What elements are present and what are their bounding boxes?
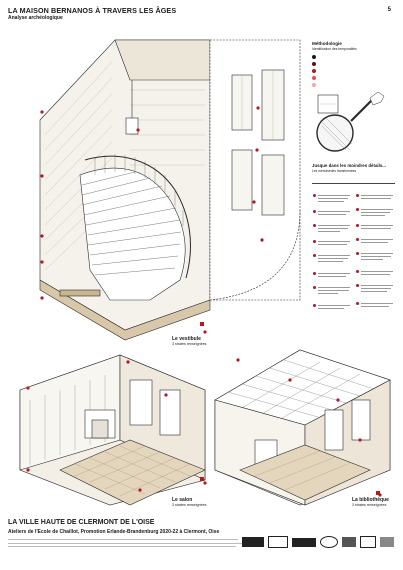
- page-number: 5: [387, 7, 391, 13]
- caption-bibliotheque: La bibliothèque 3 strates renseignées: [352, 497, 389, 507]
- marker-dot-icon: [312, 55, 316, 59]
- logo: [242, 537, 264, 547]
- credits-text: [8, 537, 248, 547]
- caption-label: Le salon: [172, 497, 193, 503]
- caption-salon: Le salon 3 strates renseignées: [172, 497, 206, 507]
- page-subtitle: Analyse archéologique: [8, 15, 63, 21]
- footer-title: LA VILLE HAUTE DE CLERMONT DE L'OISE: [8, 519, 155, 526]
- legend-item: [312, 55, 316, 59]
- caption-sub: 3 strates renseignées: [352, 503, 387, 507]
- hand-icon: [369, 91, 385, 106]
- logo: [380, 537, 394, 547]
- legend-item: [312, 69, 316, 73]
- logo: [320, 536, 338, 548]
- legend-item: [312, 62, 316, 66]
- caption-label: Le vestibule: [172, 336, 201, 342]
- footer-subtitle: Ateliers de l'Ecole de Chaillot, Promoti…: [8, 529, 220, 535]
- details-subtitle: Les menuiseries transformées: [312, 169, 357, 173]
- marker-dot-icon: [312, 76, 316, 80]
- partner-logos: [242, 531, 397, 553]
- details-title: Jusque dans les moindres détails...: [312, 163, 386, 168]
- logo: [268, 536, 288, 548]
- logo: [292, 537, 316, 547]
- methodology-title: Méthodologie: [312, 41, 342, 46]
- temporality-legend: [312, 55, 316, 87]
- caption-label: La bibliothèque: [352, 497, 389, 503]
- logo: [360, 536, 376, 548]
- marker-dot-icon: [312, 62, 316, 66]
- logo: [342, 537, 356, 547]
- caption-sub: 3 strates renseignées: [172, 342, 207, 346]
- caption-vestibule: Le vestibule 3 strates renseignées: [172, 336, 206, 346]
- methodology-subtitle: Identification des temporalités: [312, 47, 357, 51]
- legend-item: [312, 76, 316, 80]
- legend-item: [312, 83, 316, 87]
- marker-dot-icon: [312, 83, 316, 87]
- magnifier-icon: [316, 94, 373, 152]
- marker-dot-icon: [312, 69, 316, 73]
- annotation-notes: [312, 183, 395, 322]
- page-title: LA MAISON BERNANOS À TRAVERS LES ÂGES: [8, 6, 177, 15]
- caption-sub: 3 strates renseignées: [172, 503, 207, 507]
